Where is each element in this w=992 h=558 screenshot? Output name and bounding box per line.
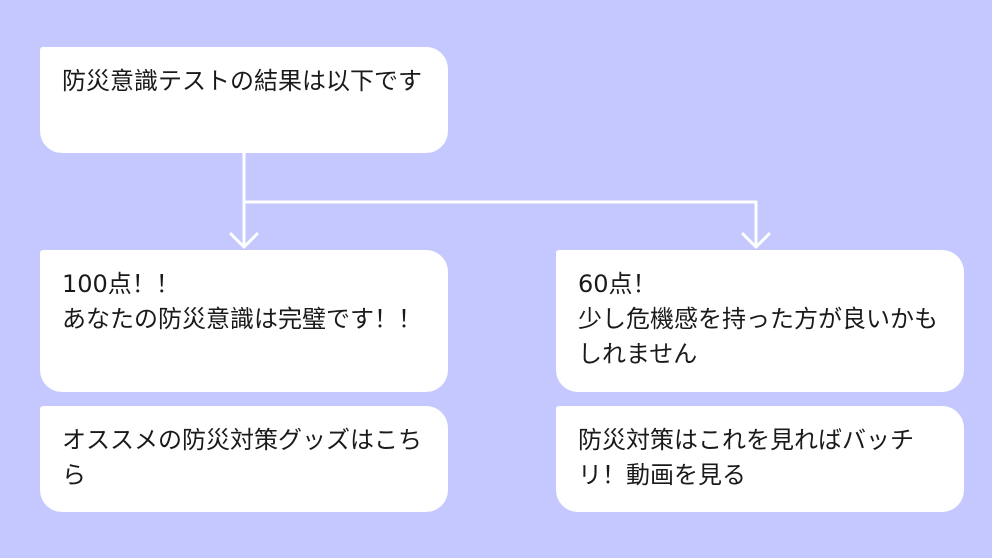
node-watch-video-link[interactable]: 防災対策はこれを見ればバッチリ！動画を見る xyxy=(556,406,964,512)
node-test-result-header: 防災意識テストの結果は以下です xyxy=(40,47,448,153)
node-score-100: 100点！！ あなたの防災意識は完璧です！！ xyxy=(40,250,448,392)
node-score-60: 60点！ 少し危機感を持った方が良いかもしれません xyxy=(556,250,964,392)
arrow-head-right-icon xyxy=(741,232,771,249)
node-recommended-goods-link[interactable]: オススメの防災対策グッズはこちら xyxy=(40,406,448,512)
arrow-head-left-icon xyxy=(229,232,259,249)
